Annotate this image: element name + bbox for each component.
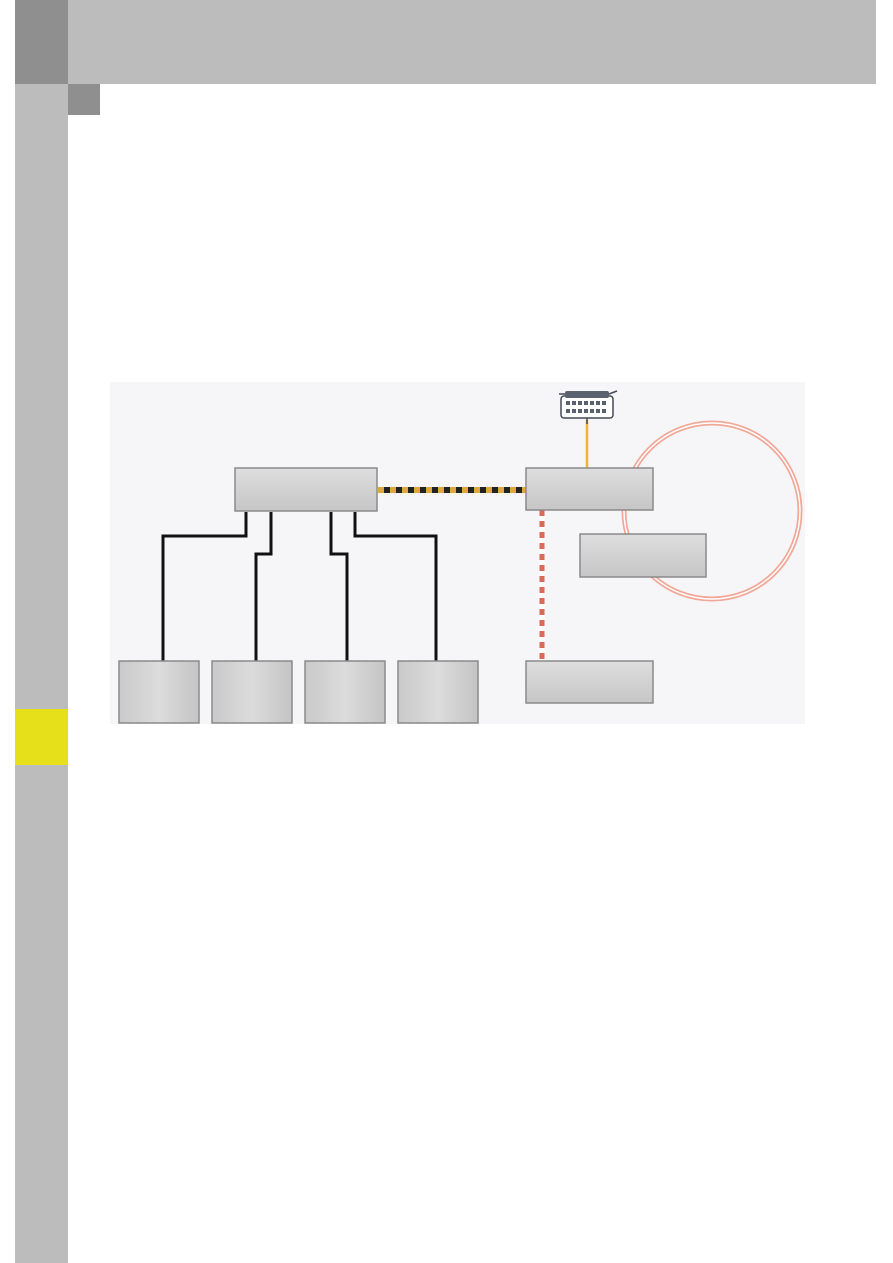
side-strip: [15, 0, 68, 1263]
header-band: [68, 0, 876, 84]
lower-right-module[interactable]: [525, 660, 654, 704]
right-gateway-module[interactable]: [525, 467, 654, 511]
ring-bus: [621, 420, 803, 602]
section-marker: [68, 84, 100, 115]
wire-3: [329, 512, 349, 662]
black-wires: [161, 512, 438, 662]
bottom-module-2[interactable]: [211, 660, 293, 724]
diagnostic-connector-icon: [559, 390, 618, 424]
wire-1: [161, 512, 248, 662]
corner-block: [15, 0, 68, 84]
wire-4: [353, 512, 438, 662]
chapter-tab[interactable]: [15, 709, 68, 765]
network-diagram: [110, 382, 805, 724]
wire-2: [254, 512, 273, 662]
bottom-module-4[interactable]: [397, 660, 479, 724]
bottom-module-3[interactable]: [304, 660, 386, 724]
bottom-module-1[interactable]: [118, 660, 200, 724]
central-gateway-module[interactable]: [234, 467, 378, 512]
ring-module[interactable]: [579, 533, 707, 578]
